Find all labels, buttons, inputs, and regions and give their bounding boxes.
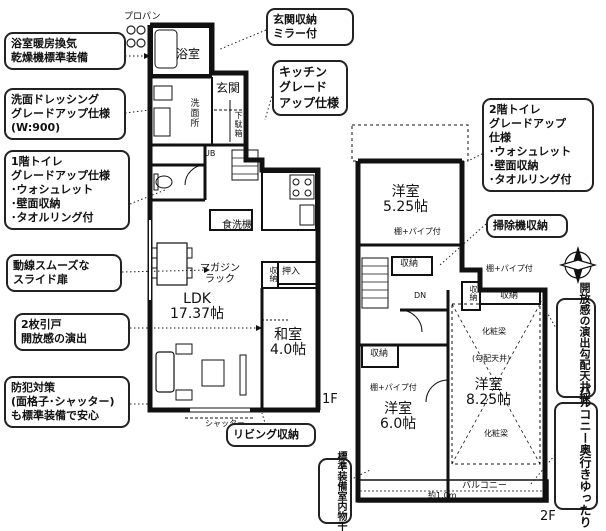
callout-security: 防犯対策(面格子･シャッター)も標準装備で安心 (4, 376, 130, 429)
callout-kitchen: キッチングレードアップ仕様 (272, 60, 348, 117)
callout-slide-door: 動線スムーズなスライド扉 (6, 254, 122, 293)
storage1-label: 収納 (400, 259, 419, 269)
shelf-pipe-2-label: 棚+パイプ付 (486, 264, 533, 273)
dimension-label: 約1.0m (428, 491, 457, 500)
storage3-label: 収納 (370, 349, 389, 359)
kobai-label: (勾配天井) (472, 354, 511, 363)
magazine-rack-label: マガジンラック (200, 263, 240, 285)
callout-ceiling: 開放感の演出勾配天井採用 (556, 282, 596, 414)
shelf-pipe-1-label: 棚+パイプ付 (394, 227, 441, 236)
kesho1-label: 化粧梁 (482, 327, 506, 336)
callout-washroom: 洗面ドレッシンググレードアップ仕様(W:900) (4, 88, 126, 141)
storage-v-label: 収納 (469, 285, 478, 301)
callout-bath-dryer: 浴室暖房換気乾燥機標準装備 (4, 32, 126, 71)
dn-label: DN (414, 291, 427, 300)
bath-label: 浴室 (176, 47, 201, 61)
ub-label: UB (204, 149, 216, 158)
shelf-pipe-3-label: 棚+パイプ付 (370, 383, 417, 392)
callout-living-storage: リビング収納 (226, 423, 316, 448)
callout-drying: 標準装備室内物干 (318, 451, 352, 531)
balcony-label: バルコニー (462, 481, 507, 491)
propane-label: プロパン (124, 12, 161, 22)
callout-toilet1: 1階トイレグレードアップ仕様･ウォシュレット･壁面収納･タオルリング付 (4, 150, 130, 231)
callout-balcony: バルコニー奥行きゆったり (554, 384, 598, 528)
callout-entrance-storage: 玄関収納ミラー付 (266, 8, 354, 47)
genkan-label: 玄関 (216, 81, 241, 95)
shutter-label: シャッター (205, 419, 245, 428)
floor1-label: 1F (322, 392, 338, 407)
callout-two-door: 2枚引戸開放感の演出 (14, 313, 130, 352)
wash-label: 洗面所 (190, 99, 200, 129)
shoebox-label: 下駄箱 (234, 111, 243, 138)
oshiire-label: 押入 (282, 267, 301, 277)
compass-icon (558, 245, 598, 285)
callout-cleaner: 掃除機収納 (486, 214, 568, 239)
floor2-label: 2F (540, 509, 556, 524)
storage-1f-label: 収納 (269, 266, 278, 282)
storage2-label: 収納 (500, 291, 519, 301)
kesho2-label: 化粧梁 (484, 429, 508, 438)
callout-toilet2: 2階トイレグレードアップ仕様･ウォシュレット･壁面収納･タオルリング付 (482, 98, 594, 193)
dishwasher-label: 食洗機 (222, 220, 252, 231)
